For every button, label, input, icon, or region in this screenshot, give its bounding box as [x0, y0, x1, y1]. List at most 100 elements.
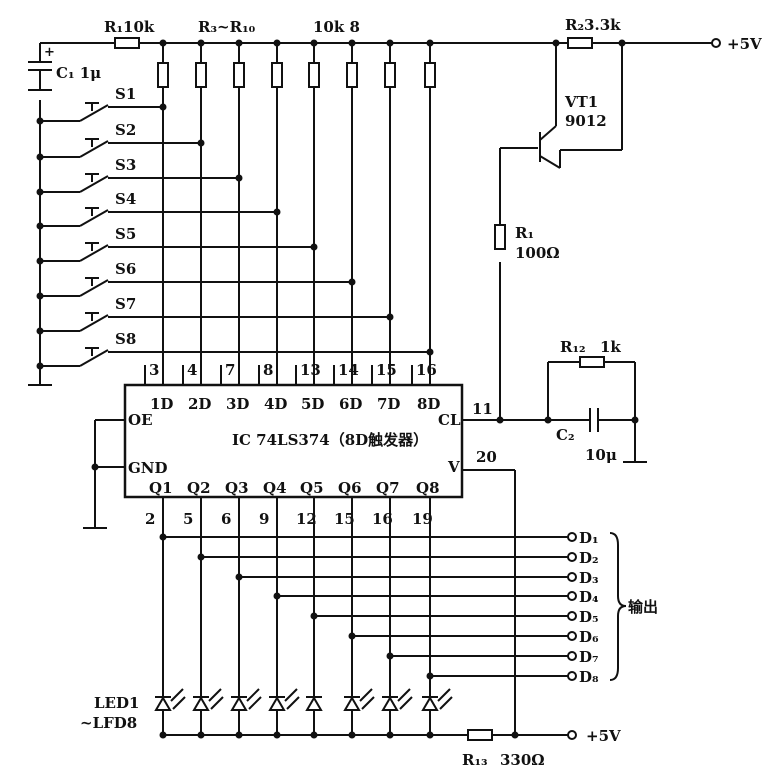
led-light-arrow	[361, 696, 375, 710]
switch-label: S8	[115, 330, 136, 348]
switch-blade	[79, 279, 109, 297]
switch-label: S2	[115, 121, 136, 139]
switch-label: S4	[115, 190, 136, 208]
q-pin-number: 19	[412, 510, 433, 528]
led-light-arrow	[399, 696, 413, 710]
q-output-label: Q3	[225, 479, 249, 497]
d-pin-number: 8	[263, 361, 273, 379]
q-output-label: Q2	[187, 479, 211, 497]
led-light-arrow	[170, 688, 184, 702]
pullup-resistor	[271, 62, 283, 88]
d-input-label: 7D	[377, 395, 400, 413]
led-light-arrow	[172, 696, 186, 710]
output-label: D₃	[579, 569, 599, 587]
d-pin-number: 4	[187, 361, 197, 379]
output-label: D₄	[579, 588, 599, 606]
supply-top-terminal	[711, 38, 721, 48]
led-icon	[305, 696, 323, 711]
cl-pin-number: 11	[472, 400, 493, 418]
pullup-resistor	[157, 62, 169, 88]
v-pin-label: V	[447, 458, 460, 476]
r2-resistor	[567, 37, 593, 49]
r12-label: R₁₂	[560, 338, 586, 356]
pullup-resistor	[233, 62, 245, 88]
supply-bottom-label: +5V	[586, 727, 621, 745]
switch-blade	[79, 349, 109, 367]
led-light-arrow	[248, 696, 262, 710]
wires	[28, 37, 721, 741]
output-terminal	[567, 532, 577, 542]
d-input-label: 6D	[339, 395, 362, 413]
oe-pin-label: OE	[128, 411, 153, 429]
pullup-range-label: R₃~R₁₀	[198, 18, 256, 36]
generated-labels: +S1S2S3S4S5S6S7S831DQ1242DQ2573DQ3684DQ4…	[44, 45, 599, 686]
d-pin-number: 15	[376, 361, 397, 379]
output-label: D₅	[579, 608, 599, 626]
output-label: D₇	[579, 648, 599, 666]
pullup-resistor	[195, 62, 207, 88]
d-input-label: 2D	[188, 395, 211, 413]
base-resistor	[494, 224, 506, 250]
vt1-collector	[539, 155, 561, 169]
vt1-label: VT1	[564, 93, 598, 111]
ic-74ls374	[123, 383, 464, 499]
output-label: D₈	[579, 668, 599, 686]
switch-blade	[79, 209, 109, 227]
d-pin-number: 14	[338, 361, 359, 379]
d-pin-number: 16	[416, 361, 437, 379]
q-output-label: Q1	[149, 479, 173, 497]
r13-resistor	[467, 729, 493, 741]
c1-label: C₁ 1μ	[56, 64, 101, 82]
switch-label: S7	[115, 295, 136, 313]
r12-resistor	[579, 356, 605, 368]
switch-blade	[79, 140, 109, 158]
output-terminal	[567, 611, 577, 621]
led-icon	[421, 696, 439, 711]
pullup-value-label: 10k 8	[313, 18, 360, 36]
ic-title: IC 74LS374（8D触发器）	[232, 431, 428, 449]
v-pin-number: 20	[476, 448, 497, 466]
output-label: 输出	[628, 598, 658, 616]
output-terminal	[567, 572, 577, 582]
d-pin-number: 13	[300, 361, 321, 379]
r13-label: R₁₃	[462, 751, 488, 769]
c2-value: 10μ	[585, 446, 617, 464]
q-output-label: Q4	[263, 479, 287, 497]
r1-resistor	[114, 37, 140, 49]
output-terminal	[567, 552, 577, 562]
led-light-arrow	[397, 688, 411, 702]
led-icon	[192, 696, 210, 711]
pullup-resistor	[384, 62, 396, 88]
pullup-resistor	[424, 62, 436, 88]
switch-blade	[79, 314, 109, 332]
d-input-label: 8D	[417, 395, 440, 413]
vt1-part-label: 9012	[565, 112, 607, 130]
d-input-label: 4D	[264, 395, 287, 413]
switch-blade	[79, 244, 109, 262]
d-input-label: 5D	[301, 395, 324, 413]
d-pin-number: 7	[225, 361, 235, 379]
d-pin-number: 3	[149, 361, 159, 379]
led-icon	[343, 696, 361, 711]
q-output-label: Q8	[416, 479, 440, 497]
switch-blade	[79, 104, 109, 122]
output-label: D₁	[579, 529, 599, 547]
led-light-arrow	[359, 688, 373, 702]
d-input-label: 1D	[150, 395, 173, 413]
q-output-label: Q5	[300, 479, 324, 497]
q-pin-number: 16	[372, 510, 393, 528]
d-input-label: 3D	[226, 395, 249, 413]
r13-value: 330Ω	[500, 751, 545, 769]
vt1-emitter	[539, 125, 557, 141]
output-brace	[609, 532, 627, 681]
c1-polarity: +	[44, 45, 55, 60]
pullup-resistor	[346, 62, 358, 88]
led-label: LED1	[94, 694, 139, 712]
q-pin-number: 5	[183, 510, 193, 528]
switch-label: S3	[115, 156, 136, 174]
led-icon	[154, 696, 172, 711]
supply-bottom-terminal	[567, 730, 577, 740]
led-range-label: ~LFD8	[80, 714, 137, 732]
led-icon	[268, 696, 286, 711]
led-light-arrow	[284, 688, 298, 702]
